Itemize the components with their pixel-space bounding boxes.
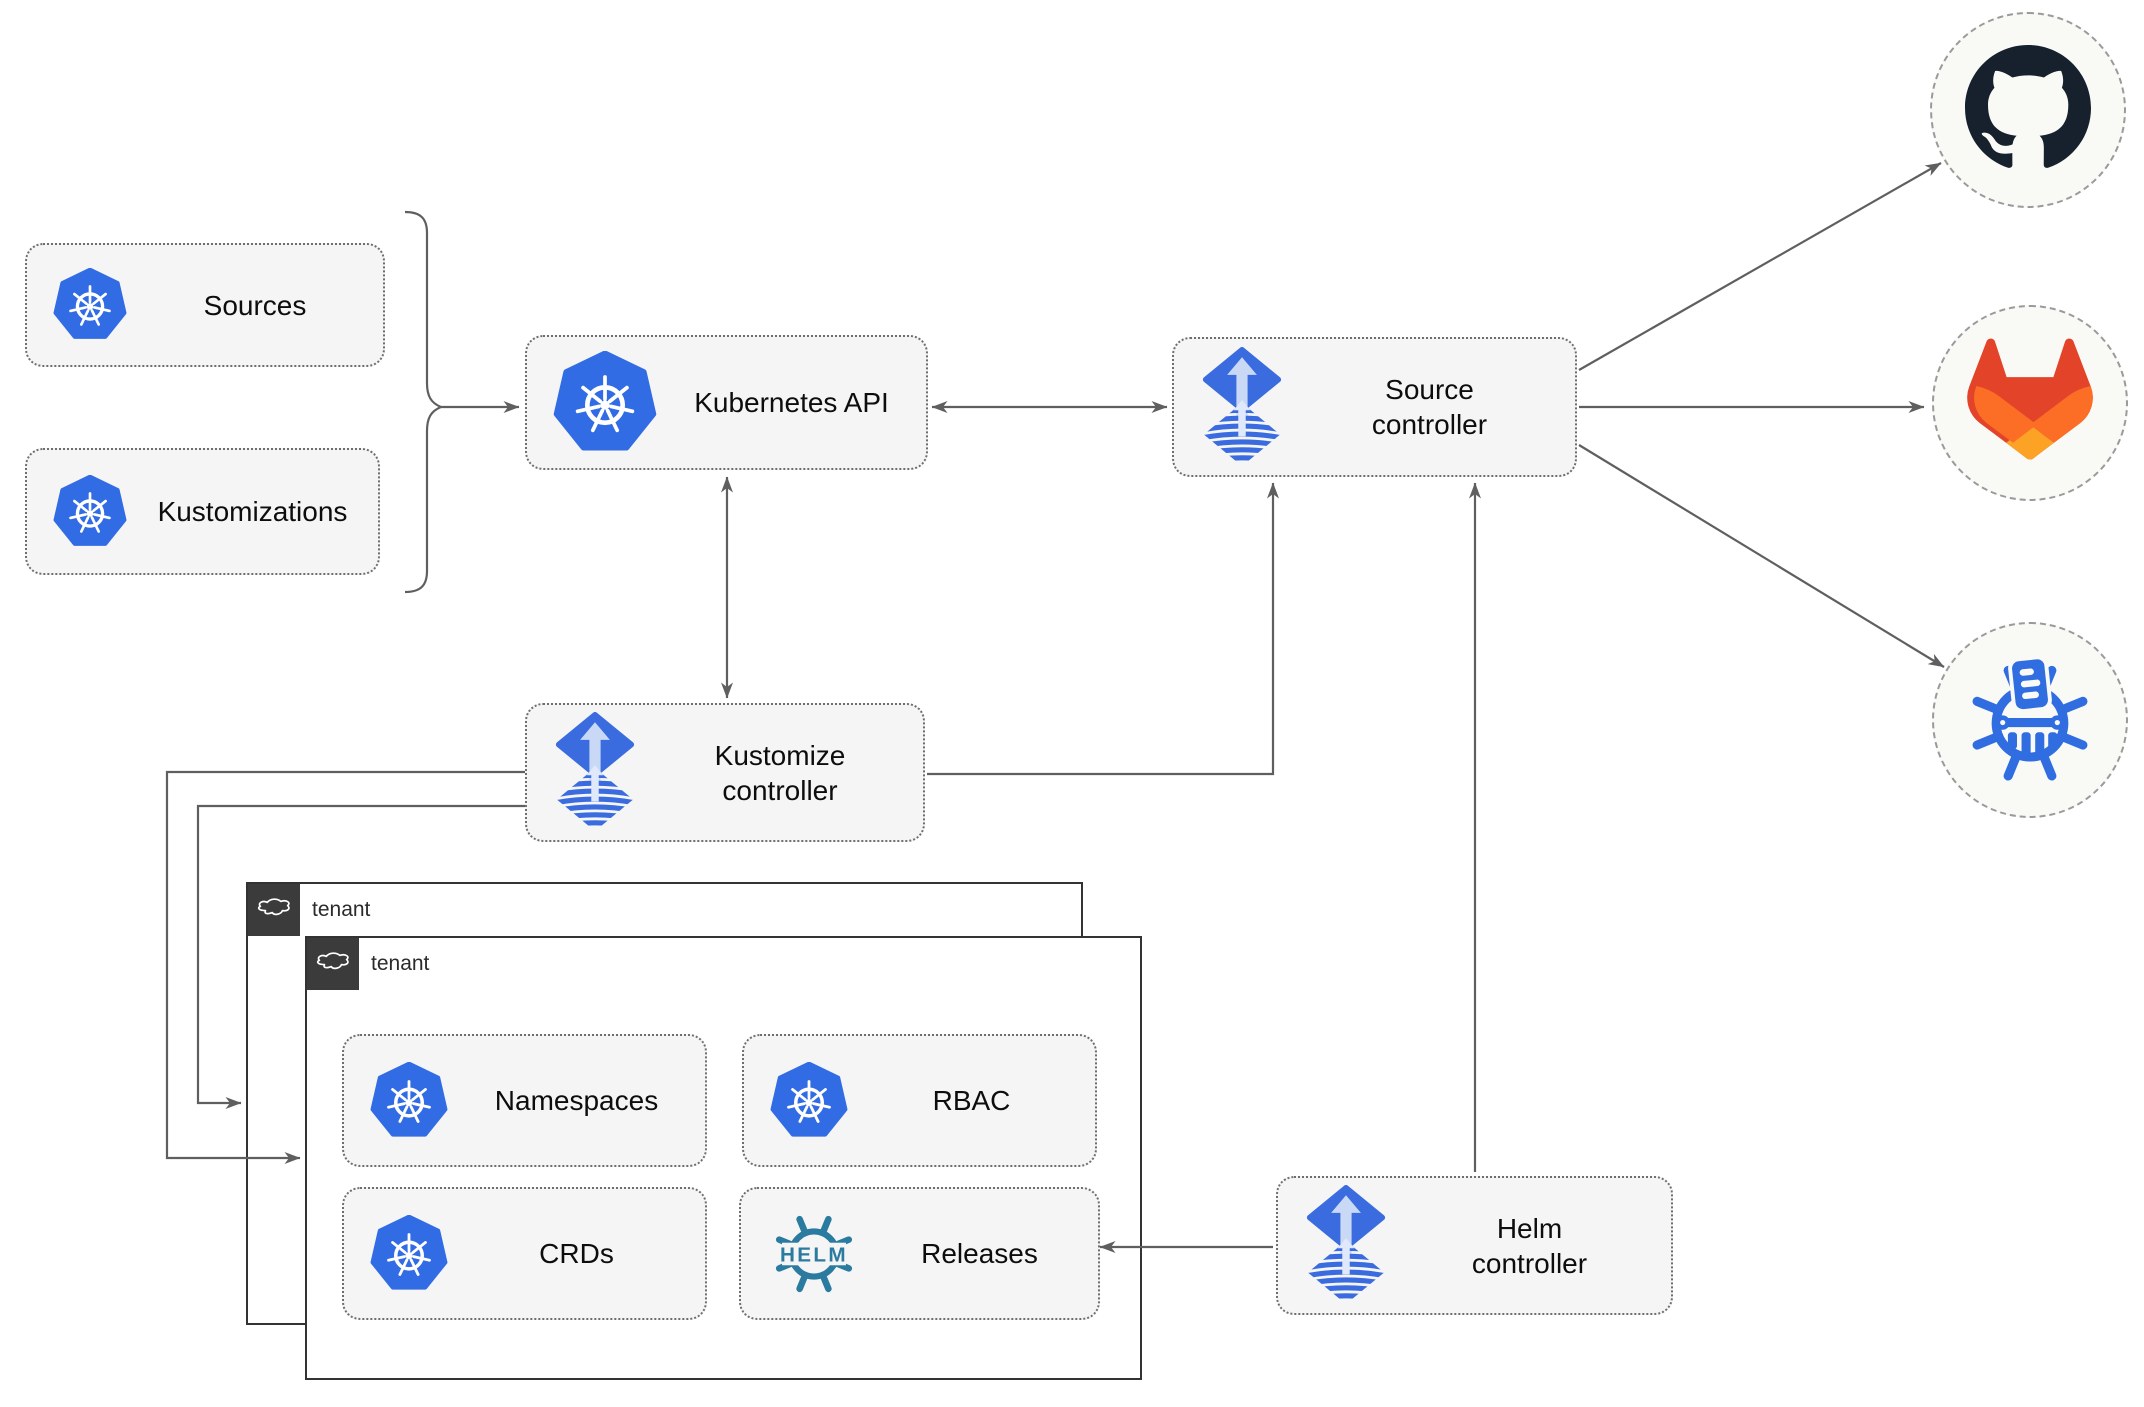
cloud-icon bbox=[257, 898, 291, 922]
edge-source-to-helm-repository bbox=[1578, 444, 1945, 668]
node-namespaces[interactable]: Namespaces bbox=[342, 1034, 707, 1167]
flux-icon bbox=[553, 712, 637, 833]
target-helm-repository[interactable] bbox=[1932, 622, 2128, 818]
node-label: Kustomizations bbox=[157, 496, 348, 527]
node-source-controller[interactable]: Source controller bbox=[1172, 337, 1577, 477]
node-label: Source controller bbox=[1371, 374, 1488, 440]
node-label: Helm controller bbox=[1471, 1212, 1588, 1279]
target-github[interactable] bbox=[1930, 12, 2126, 208]
target-gitlab[interactable] bbox=[1932, 305, 2128, 501]
node-label: CRDs bbox=[539, 1238, 614, 1269]
tenant-label: tenant bbox=[312, 898, 371, 921]
kubernetes-icon bbox=[370, 1061, 448, 1140]
helm-repository-icon bbox=[1965, 653, 2095, 788]
tenant-header bbox=[248, 884, 300, 936]
node-kubernetes-api[interactable]: Kubernetes API bbox=[525, 335, 928, 470]
node-label: Kubernetes API bbox=[694, 387, 889, 418]
node-label: RBAC bbox=[932, 1085, 1011, 1116]
tenant-header bbox=[307, 938, 359, 990]
brace-sources-kustomizations bbox=[404, 210, 444, 594]
node-label: Kustomize controller bbox=[714, 739, 846, 806]
node-label: Releases bbox=[921, 1238, 1038, 1269]
node-label: Namespaces bbox=[494, 1085, 659, 1116]
tenant-container-front[interactable]: tenant Namespaces RBAC CRDs bbox=[305, 936, 1142, 1380]
helm-logo-text: HELM bbox=[780, 1243, 848, 1266]
node-label: Sources bbox=[203, 289, 307, 321]
github-icon bbox=[1965, 44, 2091, 176]
node-releases[interactable]: HELM Releases bbox=[739, 1187, 1100, 1320]
kubernetes-icon bbox=[53, 474, 127, 549]
kubernetes-icon bbox=[370, 1214, 448, 1293]
gitlab-icon bbox=[1960, 331, 2100, 476]
node-sources[interactable]: Sources bbox=[25, 243, 385, 367]
edge-source-to-github bbox=[1578, 162, 1942, 371]
cloud-icon bbox=[316, 952, 350, 976]
helm-icon: HELM bbox=[767, 1207, 861, 1301]
node-helm-controller[interactable]: Helm controller bbox=[1276, 1176, 1673, 1315]
tenant-label: tenant bbox=[371, 952, 430, 975]
node-kustomize-controller[interactable]: Kustomize controller bbox=[525, 703, 925, 842]
kubernetes-icon bbox=[553, 351, 657, 455]
flux-icon bbox=[1200, 347, 1284, 468]
node-rbac[interactable]: RBAC bbox=[742, 1034, 1097, 1167]
edge-kustomize-to-source-controller bbox=[927, 482, 1279, 776]
kubernetes-icon bbox=[53, 268, 127, 342]
flux-icon bbox=[1304, 1185, 1388, 1306]
node-crds[interactable]: CRDs bbox=[342, 1187, 707, 1320]
kubernetes-icon bbox=[770, 1061, 848, 1140]
node-kustomizations[interactable]: Kustomizations bbox=[25, 448, 380, 575]
